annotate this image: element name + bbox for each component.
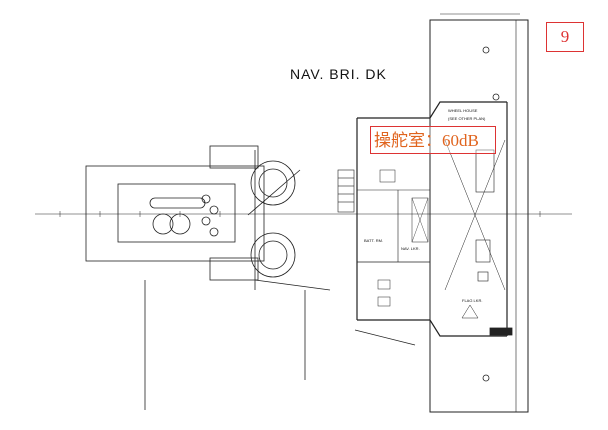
ladder xyxy=(337,169,355,213)
liferaft-davit xyxy=(247,150,301,290)
room-label-flag-locker: FLAG LKR. xyxy=(462,298,483,303)
room-label-nav-locker: NAV. LKR. xyxy=(401,246,420,251)
room-label-wheel-house: WHEEL HOUSE xyxy=(448,108,478,113)
noise-level-annotation: 操舵室：60dB xyxy=(370,126,496,154)
funnel-casing xyxy=(85,145,265,281)
page-number: 9 xyxy=(546,22,584,52)
room-note-wheel-house: (SEE OTHER PLAN) xyxy=(448,116,486,121)
room-label-battery: BATT. RM. xyxy=(364,238,384,243)
bridge-wing xyxy=(429,13,529,413)
deck-title: NAV. BRI. DK xyxy=(290,66,387,82)
